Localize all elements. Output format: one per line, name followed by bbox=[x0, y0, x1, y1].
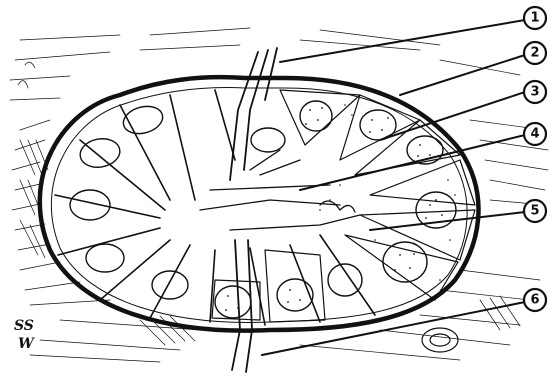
callout-6-label: 6 bbox=[530, 293, 539, 308]
callout-3-label: 3 bbox=[530, 85, 539, 100]
follicles-stippled bbox=[215, 101, 456, 318]
efferent-vessel bbox=[232, 240, 252, 372]
vessel-ring bbox=[422, 328, 458, 352]
signature-line-1: SS bbox=[14, 318, 34, 334]
callout-4: 4 bbox=[524, 123, 546, 145]
callout-1-label: 1 bbox=[530, 11, 539, 26]
medulla-cords bbox=[200, 150, 360, 230]
leader-line-2 bbox=[400, 55, 525, 95]
stipple-dots bbox=[225, 104, 456, 311]
callout-1: 1 bbox=[524, 7, 546, 29]
callout-5: 5 bbox=[524, 200, 546, 222]
leader-line-5 bbox=[370, 212, 525, 230]
leader-lines bbox=[262, 20, 525, 355]
callout-2-label: 2 bbox=[530, 46, 539, 61]
callouts: 1 2 3 4 5 6 bbox=[524, 7, 546, 311]
callout-5-label: 5 bbox=[530, 204, 539, 219]
leader-line-4 bbox=[300, 135, 525, 190]
callout-3: 3 bbox=[524, 81, 546, 103]
artist-signature: SS W bbox=[14, 318, 35, 352]
leader-line-3 bbox=[380, 92, 525, 140]
leader-line-1 bbox=[280, 20, 525, 62]
follicles-outlined bbox=[70, 102, 362, 299]
callout-2: 2 bbox=[524, 42, 546, 64]
callout-4-label: 4 bbox=[530, 127, 539, 142]
callout-6: 6 bbox=[524, 289, 546, 311]
signature-line-2: W bbox=[18, 336, 35, 352]
afferent-vessel bbox=[230, 48, 277, 180]
